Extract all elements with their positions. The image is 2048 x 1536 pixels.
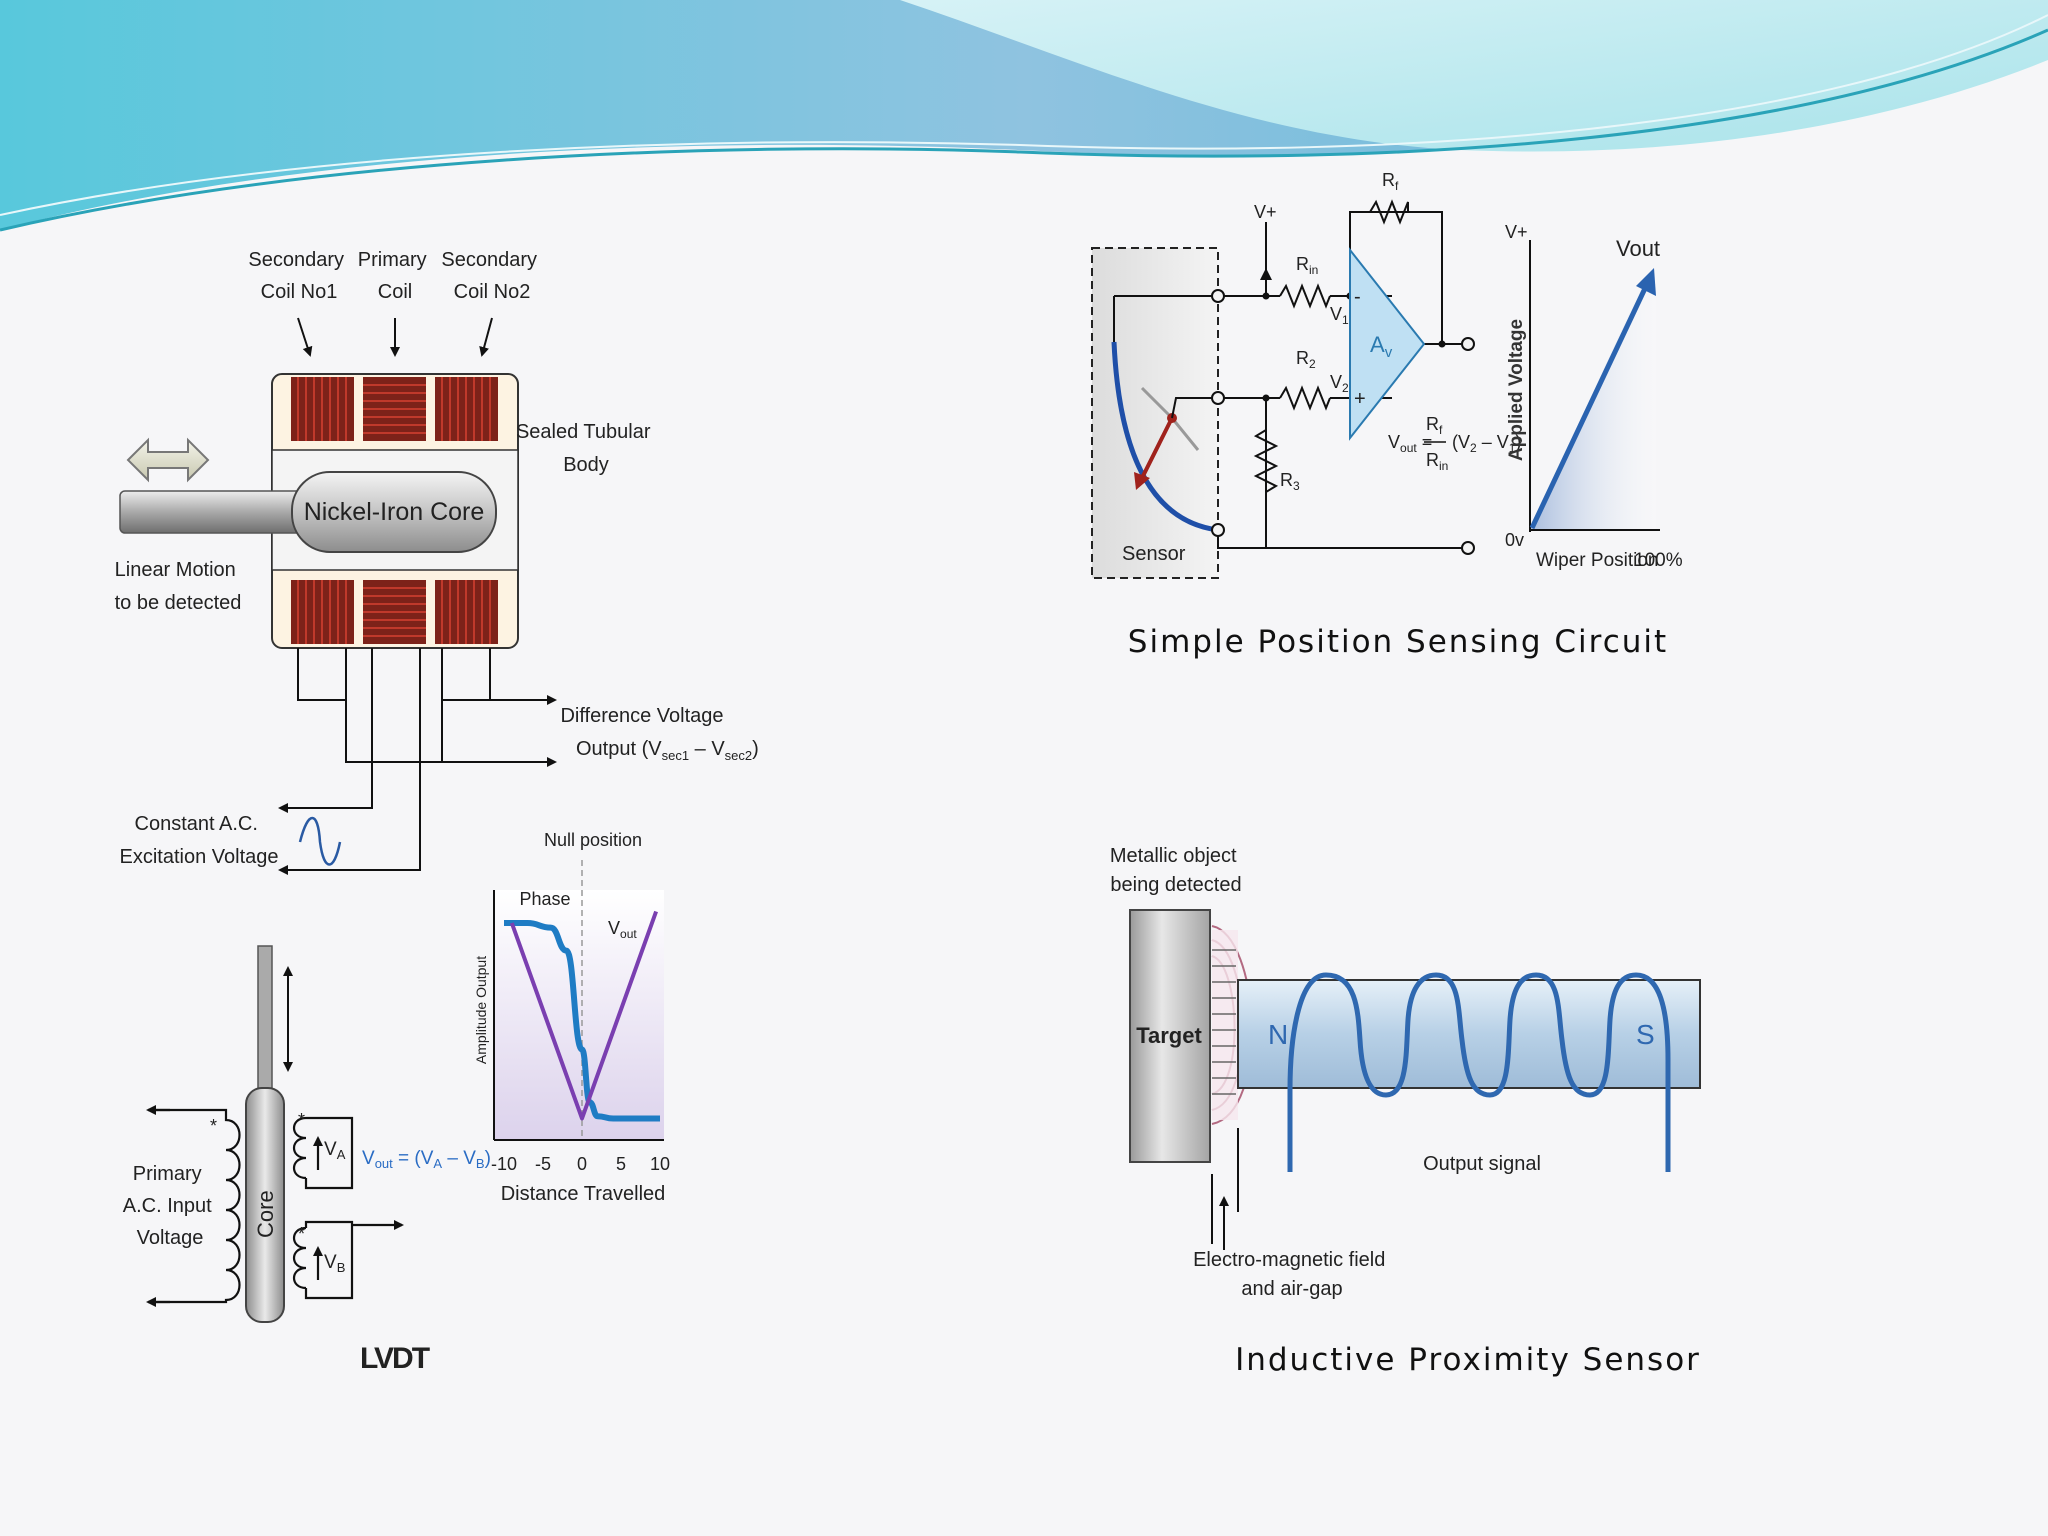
- x-tick-label: -5: [535, 1154, 551, 1174]
- x-tick-label: 5: [616, 1154, 626, 1174]
- v1-label: V1: [1330, 304, 1349, 327]
- graph-xmax-label: 100%: [1634, 550, 1683, 571]
- lvdt-output-chart: Null position Phase Vout Amplitude Outpu…: [473, 830, 670, 1205]
- vout-series-label: Vout: [608, 918, 637, 941]
- secondary-coil-1-label: Secondary Coil No1: [248, 249, 349, 303]
- rf-label: Rf: [1382, 170, 1399, 193]
- coil-stack-bottom: [291, 580, 498, 644]
- phase-series-line: [503, 920, 660, 1122]
- schematic-core: [245, 1087, 285, 1323]
- field-lines: [1212, 949, 1236, 1095]
- north-pole-label: N: [1268, 1019, 1288, 1050]
- primary-star: *: [210, 1116, 217, 1136]
- resistors: [1253, 199, 1409, 548]
- vb-label: VB: [324, 1252, 345, 1275]
- lvdt-caption: LVDT: [360, 1342, 430, 1375]
- va-label: VA: [324, 1139, 346, 1162]
- lvdt-diagram: Secondary Coil No1 Primary Coil Secondar…: [115, 249, 759, 875]
- svg-text:Vout =: Vout =: [1388, 432, 1432, 455]
- svg-text:Rin: Rin: [1426, 450, 1448, 473]
- op-amp-plus: +: [1354, 388, 1366, 410]
- lvdt-wiring: [278, 648, 557, 875]
- chart-series: [503, 910, 660, 1122]
- difference-voltage-output-label: Output (Vsec1 – Vsec2): [576, 738, 759, 763]
- header-wave-decoration: [0, 0, 2048, 232]
- x-tick-label: 0: [577, 1154, 587, 1174]
- field-gap-label: Electro-magnetic field and air-gap: [1193, 1249, 1391, 1300]
- schematic-core-label: Core: [253, 1190, 278, 1238]
- lvdt-schematic: Core * Primary A.C. Input Voltage * * VA…: [123, 945, 491, 1323]
- chart-plot-area: [494, 890, 664, 1140]
- position-sensing-circuit: Sensor: [1091, 170, 1683, 579]
- double-arrow-icon: [126, 437, 210, 483]
- x-tick-label: -10: [491, 1154, 517, 1174]
- svg-text:Rf: Rf: [1426, 414, 1443, 437]
- chart-x-ticks: -10 -5 0 5 10: [491, 1154, 670, 1174]
- sensor-coil-winding: [1287, 972, 1671, 1172]
- x-tick-label: 10: [650, 1154, 670, 1174]
- inductive-proximity-sensor: Metallic object being detected Target N …: [1110, 845, 1701, 1300]
- graph-zero-label: 0v: [1505, 530, 1524, 550]
- chart-x-label: Distance Travelled: [501, 1183, 666, 1205]
- schematic-rod: [257, 945, 273, 1093]
- south-pole-label: S: [1636, 1019, 1655, 1050]
- coil-stack-top: [291, 377, 498, 441]
- rin-label: Rin: [1296, 254, 1318, 277]
- difference-voltage-label: Difference Voltage: [560, 705, 723, 727]
- target-block: [1129, 909, 1211, 1163]
- vout-ramp-line: [1529, 280, 1651, 530]
- sealed-body-label: Sealed Tubular Body: [516, 421, 656, 476]
- graph-x-label: Wiper Position: [1536, 550, 1659, 571]
- secondary-coil-2-label: Secondary Coil No2: [441, 249, 542, 303]
- r2-label: R2: [1296, 348, 1316, 371]
- phase-label: Phase: [519, 889, 570, 909]
- linear-motion-label: Linear Motion to be detected: [115, 559, 242, 614]
- proximity-caption: Inductive Proximity Sensor: [1235, 1342, 1701, 1378]
- sensor-label: Sensor: [1122, 543, 1186, 565]
- wiper-voltage-graph: V+ 0v Applied Voltage Vout Wiper Positio…: [1505, 222, 1683, 571]
- secondary-star-a: *: [298, 1110, 305, 1130]
- excitation-voltage-label: Constant A.C. Excitation Voltage: [120, 813, 279, 868]
- r3-label: R3: [1280, 470, 1300, 493]
- vout-series-line: [509, 910, 658, 1121]
- wiper-grey-arrow-a: [1140, 386, 1174, 420]
- nickel-iron-core: [291, 471, 497, 553]
- graph-vplus-label: V+: [1505, 222, 1528, 242]
- chart-y-label: Amplitude Output: [473, 956, 489, 1064]
- wiper-grey-arrow-b: [1170, 417, 1200, 451]
- wiper-arm: [1138, 417, 1174, 483]
- output-formula: Vout = Rf Rin (V2 – V1): [1388, 414, 1521, 473]
- metallic-object-label: Metallic object being detected: [1110, 845, 1242, 896]
- graph-vout-label: Vout: [1616, 236, 1660, 261]
- resistive-track: [1111, 341, 1219, 533]
- v2-label: V2: [1330, 372, 1349, 395]
- null-position-label: Null position: [544, 830, 642, 850]
- svg-text:(V2 – V1): (V2 – V1): [1452, 432, 1521, 455]
- vplus-label: V+: [1254, 202, 1277, 222]
- output-signal-label: Output signal: [1423, 1153, 1541, 1175]
- op-amp-gain-label: Av: [1370, 332, 1393, 361]
- primary-coil-label: Primary Coil: [358, 249, 432, 303]
- op-amp-minus: -: [1354, 286, 1361, 308]
- sine-wave-icon: [298, 817, 342, 866]
- vout-formula: Vout = (VA – VB): [362, 1148, 491, 1171]
- op-amp: [1349, 247, 1426, 441]
- target-label: Target: [1136, 1023, 1202, 1048]
- core-rod: [119, 490, 311, 534]
- coil-pointer-arrows: [297, 317, 493, 357]
- graph-y-label: Applied Voltage: [1506, 319, 1527, 461]
- secondary-star-b: *: [298, 1224, 305, 1244]
- position-circuit-caption: Simple Position Sensing Circuit: [1128, 624, 1668, 660]
- wiper-arrow-head: [1134, 472, 1150, 490]
- primary-coil-symbol: [146, 1105, 241, 1307]
- core-label: Nickel-Iron Core: [304, 498, 485, 526]
- sensor-box: [1091, 247, 1219, 579]
- primary-input-label: Primary A.C. Input Voltage: [123, 1163, 218, 1249]
- secondary-coil-symbols: [292, 1116, 404, 1300]
